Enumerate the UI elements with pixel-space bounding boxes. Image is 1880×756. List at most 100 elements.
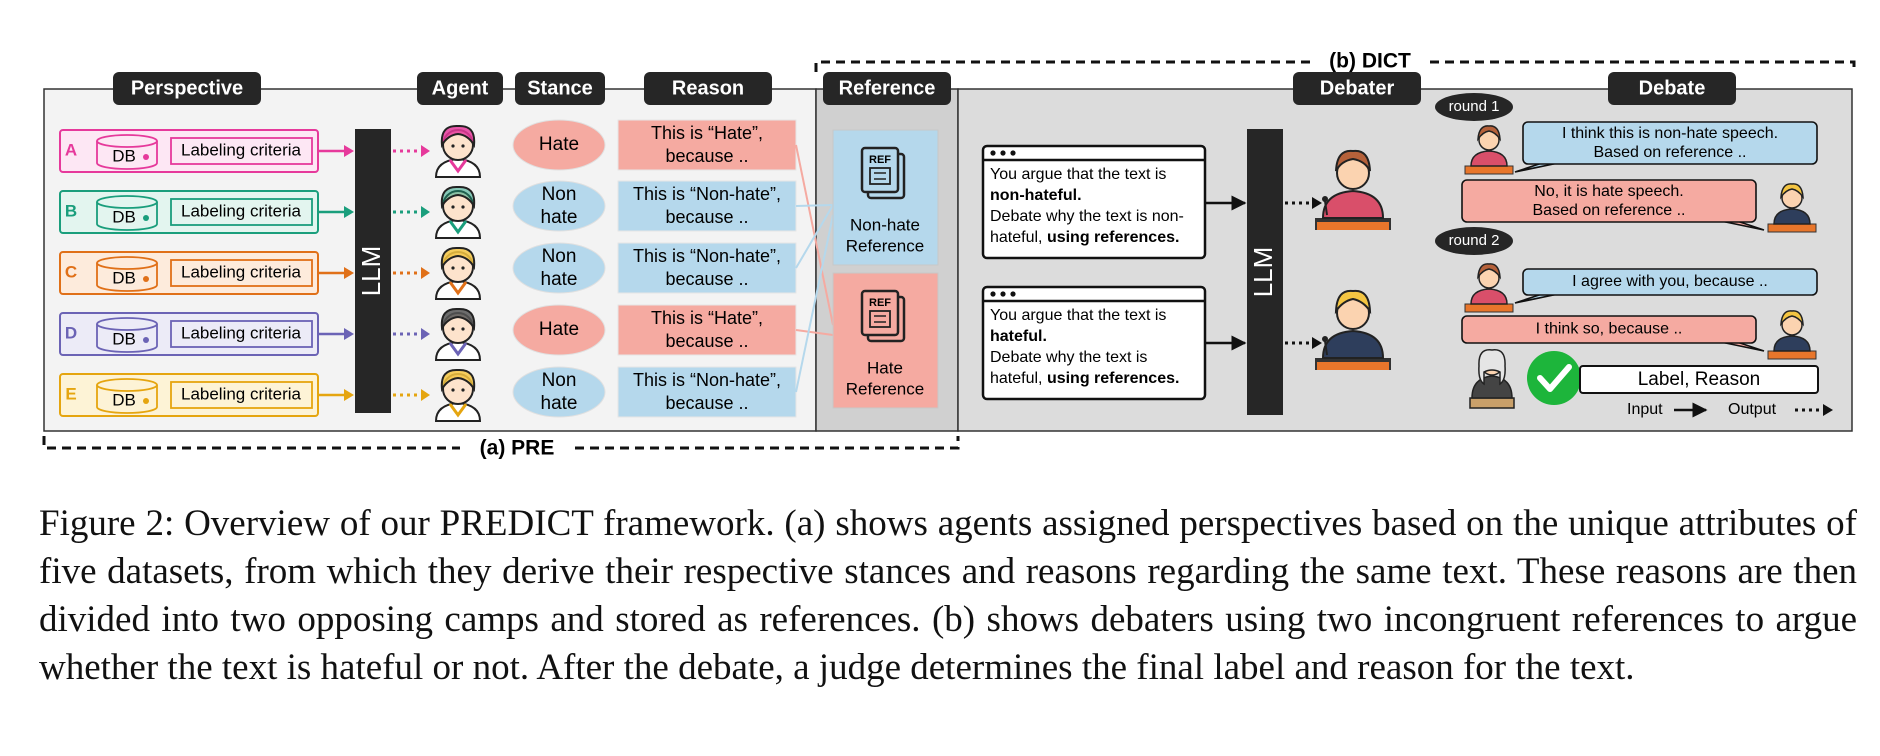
agent-avatar-icon [434,124,482,178]
reason-to-reference-lines [795,144,834,393]
svg-text:You argue that the text is: You argue that the text is [990,307,1166,324]
speech-bubbles: I think this is non-hate speech.Based on… [1461,121,1818,352]
header-stance: Stance [515,72,605,105]
svg-text:Non: Non [542,246,577,267]
perspective-letter: B [65,201,77,220]
dict-label: (b) DICT [1329,50,1411,73]
speech-bubble-hate: No, it is hate speech.Based on reference… [1461,179,1765,231]
svg-text:DB: DB [112,146,136,165]
svg-text:Hate: Hate [539,319,579,340]
legend-output: Output [1728,401,1777,418]
llm-label: LLM [356,246,386,297]
svg-text:Debate why the text is: Debate why the text is [990,349,1147,366]
svg-text:LLM: LLM [1248,247,1278,298]
agent-rows [434,124,482,422]
svg-text:round 1: round 1 [1449,98,1500,115]
svg-text:Reference: Reference [846,236,924,255]
reason-nonhate: This is “Non-hate”,because .. [617,180,797,232]
legend-input: Input [1627,401,1663,418]
check-icon [1527,351,1581,405]
reason-rows: This is “Hate”,because ..This is “Non-ha… [617,119,797,418]
svg-text:REF: REF [869,297,891,309]
header-agent: Agent [417,72,503,105]
svg-text:DB: DB [112,207,136,226]
svg-text:because ..: because .. [665,269,748,289]
speech-bubble-hate: I think so, because .. [1461,315,1765,352]
svg-text:hateful, using references.: hateful, using references. [990,229,1179,246]
round-2-pill: round 2 [1435,227,1513,255]
database-icon: DB [96,378,158,414]
prompt-boxes: You argue that the text isnon-hateful.De… [981,144,1207,401]
svg-text:Reason: Reason [672,77,744,99]
speech-bubble-nonhate: I think this is non-hate speech.Based on… [1514,121,1818,173]
svg-text:Label, Reason: Label, Reason [1638,369,1761,390]
speech-bubble-nonhate: I agree with you, because .. [1514,268,1818,304]
svg-text:because ..: because .. [665,331,748,351]
agent-avatar-icon [434,368,482,422]
perspective-letter: E [65,384,76,403]
result-box: Label, Reason [1579,365,1819,394]
svg-text:DB: DB [112,268,136,287]
labeling-criteria: Labeling criteria [181,262,302,281]
svg-text:This is “Hate”,: This is “Hate”, [651,123,763,143]
svg-text:hateful, using references.: hateful, using references. [990,370,1179,387]
database-icon: DB [96,134,158,170]
dict-bracket [814,60,1856,72]
database-icon: DB [96,195,158,231]
reason-hate: This is “Hate”,because .. [617,119,797,171]
svg-text:No, it is hate speech.: No, it is hate speech. [1534,183,1683,200]
svg-text:hate: hate [541,207,578,228]
svg-text:Reference: Reference [839,77,936,99]
svg-text:DB: DB [112,329,136,348]
debater-small-icon [1464,263,1514,313]
prompt-box-1: You argue that the text isnon-hateful.De… [981,144,1207,260]
svg-text:Debate: Debate [1639,77,1706,99]
reason-hate: This is “Hate”, because .. [617,304,797,356]
small-avatars [1464,125,1817,360]
debater-small-icon [1767,183,1817,233]
svg-text:DB: DB [112,390,136,409]
svg-text:I think so, because ..: I think so, because .. [1536,321,1683,338]
header-reason: Reason [644,72,772,105]
perspective-row-b: B DB Labeling criteria [59,190,430,234]
round-1-pill: round 1 [1435,93,1513,121]
debater-icon-nonhate [1315,149,1391,230]
legend: Input Output [1627,401,1833,418]
figure-caption: Figure 2: Overview of our PREDICT framew… [39,500,1857,692]
svg-text:Based on reference ..: Based on reference .. [1594,144,1747,161]
judge-icon [1469,349,1515,409]
header-reference: Reference [823,72,951,105]
stance-hate: Hate [512,119,606,171]
llm-bar-dict: LLM [1247,129,1283,415]
svg-text:Perspective: Perspective [131,77,243,99]
stance-hate: Hate [512,304,606,356]
svg-text:This is “Non-hate”,: This is “Non-hate”, [633,370,781,390]
svg-text:Non-hate: Non-hate [850,215,920,234]
agent-avatar-icon [434,307,482,361]
debater-small-icon [1767,310,1817,360]
labeling-criteria: Labeling criteria [181,140,302,159]
debater-icon-hate [1315,289,1391,370]
database-icon: DB [96,256,158,292]
header-debate: Debate [1608,72,1736,105]
labeling-criteria: Labeling criteria [181,201,302,220]
labeling-criteria: Labeling criteria [181,384,302,403]
svg-text:hateful.: hateful. [990,328,1047,345]
svg-text:You argue that the text is: You argue that the text is [990,166,1166,183]
svg-text:because ..: because .. [665,207,748,227]
svg-text:Non: Non [542,184,577,205]
pre-label: (a) PRE [480,437,555,460]
llm-bar-pre: LLM [355,129,391,413]
labeling-criteria: Labeling criteria [181,323,302,342]
svg-text:round 2: round 2 [1449,232,1500,249]
svg-text:This is “Hate”,: This is “Hate”, [651,308,763,328]
